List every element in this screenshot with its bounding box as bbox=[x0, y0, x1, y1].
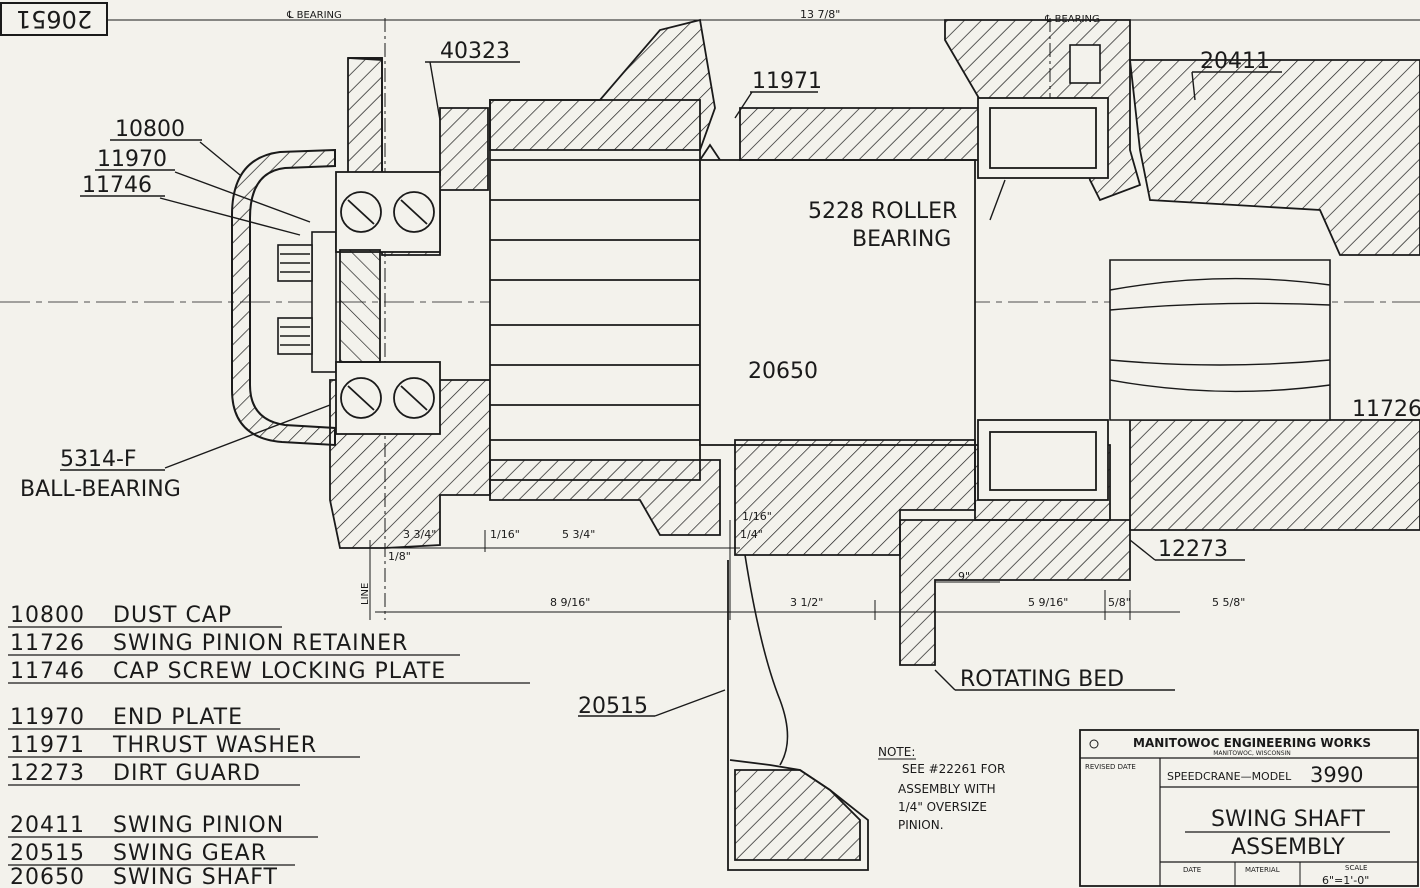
tb-company: MANITOWOC ENGINEERING WORKS bbox=[1133, 736, 1371, 750]
upper-hub bbox=[489, 18, 981, 161]
parts-row-4-name: END PLATE bbox=[113, 705, 243, 730]
callout-40323: 40323 bbox=[440, 39, 510, 64]
title-block bbox=[1079, 729, 1419, 887]
callout-20650: 20650 bbox=[748, 359, 818, 384]
note-line-2: SEE #22261 FOR bbox=[902, 762, 1005, 776]
dim-1-16-a: 1/16" bbox=[490, 528, 520, 541]
tb-material-label: MATERIAL bbox=[1245, 866, 1280, 874]
swing-pinion bbox=[1069, 44, 1420, 531]
parts-row-1-number: 10800 bbox=[10, 603, 85, 628]
parts-list: 10800 DUST CAP 11726 SWING PINION RETAIN… bbox=[8, 603, 530, 888]
swing-shaft bbox=[489, 99, 976, 481]
callout-10800: 10800 bbox=[115, 117, 185, 142]
dim-5-3-4: 5 3/4" bbox=[562, 528, 595, 541]
parts-row-5-name: THRUST WASHER bbox=[112, 733, 317, 758]
tb-model-label: SPEEDCRANE—MODEL bbox=[1167, 770, 1292, 783]
dim-5-5-8: 5 5/8" bbox=[1212, 596, 1245, 609]
callout-12273: 12273 bbox=[1158, 537, 1228, 562]
tb-title-line-2: ASSEMBLY bbox=[1231, 835, 1345, 860]
dimension-lines bbox=[340, 520, 1180, 620]
parts-row-2-number: 11726 bbox=[10, 631, 85, 656]
note-line-1: NOTE: bbox=[878, 745, 915, 759]
assembly-note: NOTE: SEE #22261 FOR ASSEMBLY WITH 1/4" … bbox=[878, 745, 1005, 832]
callout-roller-bearing-2: BEARING bbox=[852, 227, 951, 252]
parts-row-2-name: SWING PINION RETAINER bbox=[113, 631, 408, 656]
ball-bearing bbox=[335, 171, 441, 435]
dim-8-9-16: 8 9/16" bbox=[550, 596, 590, 609]
dim-9: 9" bbox=[958, 570, 970, 583]
tb-model-number: 3990 bbox=[1310, 763, 1363, 787]
swing-gear bbox=[727, 554, 869, 871]
tb-revised-date: REVISED DATE bbox=[1085, 763, 1136, 771]
parts-row-9-number: 20650 bbox=[10, 865, 85, 888]
parts-row-7-name: SWING PINION bbox=[113, 813, 284, 838]
dim-3-1-2: 3 1/2" bbox=[790, 596, 823, 609]
callout-roller-bearing-1: 5228 ROLLER bbox=[808, 199, 957, 224]
parts-row-3-name: CAP SCREW LOCKING PLATE bbox=[113, 659, 446, 684]
parts-row-8-name: SWING GEAR bbox=[113, 841, 267, 866]
dim-line-label: LINE bbox=[360, 583, 371, 605]
dim-3-3-4: 3 3/4" bbox=[403, 528, 436, 541]
note-line-3: ASSEMBLY WITH bbox=[898, 782, 996, 796]
parts-row-1-name: DUST CAP bbox=[113, 603, 232, 628]
callout-rotating-bed: ROTATING BED bbox=[960, 667, 1124, 692]
end-plate bbox=[277, 231, 337, 373]
parts-row-4-number: 11970 bbox=[10, 705, 85, 730]
callout-11971: 11971 bbox=[752, 69, 822, 94]
dim-5-8: 5/8" bbox=[1108, 596, 1131, 609]
parts-row-5-number: 11971 bbox=[10, 733, 85, 758]
lower-hub bbox=[489, 439, 976, 556]
tb-city: MANITOWOC, WISCONSIN bbox=[1213, 750, 1291, 757]
callout-20515: 20515 bbox=[578, 694, 648, 719]
tb-date-label: DATE bbox=[1183, 866, 1201, 874]
parts-row-6-number: 12273 bbox=[10, 761, 85, 786]
drawing-number-box: 20651 bbox=[0, 2, 108, 36]
dim-1-16-b: 1/16" bbox=[742, 510, 772, 523]
callout-ball-bearing-2: BALL-BEARING bbox=[20, 477, 181, 502]
drawing-number: 20651 bbox=[16, 5, 92, 33]
callout-11726: 11726 bbox=[1352, 397, 1420, 422]
dim-5-9-16: 5 9/16" bbox=[1028, 596, 1068, 609]
dim-1-4: 1/4" bbox=[740, 528, 763, 541]
tb-title-line-1: SWING SHAFT bbox=[1211, 807, 1366, 832]
note-line-5: PINION. bbox=[898, 818, 944, 832]
tb-scale-value: 6"=1'-0" bbox=[1322, 874, 1369, 887]
parts-row-3-number: 11746 bbox=[10, 659, 85, 684]
callout-ball-bearing-1: 5314-F bbox=[60, 447, 137, 472]
parts-row-9-name: SWING SHAFT bbox=[113, 865, 278, 888]
centerline-left-label: ℄ BEARING bbox=[286, 10, 342, 21]
roller-bearing bbox=[977, 97, 1109, 501]
span-dimension: 13 7/8" bbox=[800, 8, 840, 21]
parts-row-7-number: 20411 bbox=[10, 813, 85, 838]
parts-row-8-number: 20515 bbox=[10, 841, 85, 866]
callout-11746: 11746 bbox=[82, 173, 152, 198]
callout-11970: 11970 bbox=[97, 147, 167, 172]
tb-scale-label: SCALE bbox=[1345, 864, 1367, 872]
dim-1-8: 1/8" bbox=[388, 550, 411, 563]
note-line-4: 1/4" OVERSIZE bbox=[898, 800, 987, 814]
callout-20411: 20411 bbox=[1200, 49, 1270, 74]
parts-row-6-name: DIRT GUARD bbox=[113, 761, 261, 786]
leader-lines bbox=[60, 61, 1420, 717]
